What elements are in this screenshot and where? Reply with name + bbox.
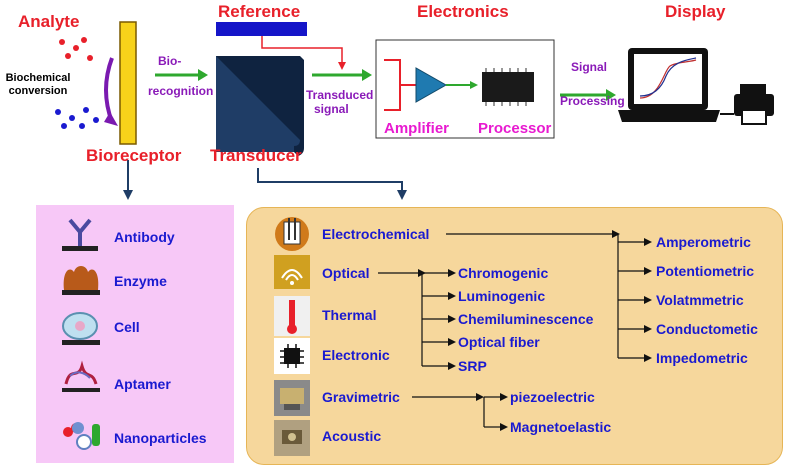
processor-label: Processor [478,120,552,137]
processor-chip [482,68,534,106]
optical-fiber: Optical fiber [458,334,540,350]
bioreceptor-header: Bioreceptor [86,146,182,165]
transducer-header: Transducer [210,146,302,165]
antibody-icon [62,218,98,251]
signal-text: signal [314,102,349,116]
analyte-dots [55,37,99,129]
optical-chemiluminescence: Chemiluminescence [458,311,594,327]
enzyme-icon [62,266,100,295]
bioreceptor-down-arrow [123,190,133,200]
gravimetric-magnetoelastic: Magnetoelastic [510,419,612,435]
recognition-text: recognition [148,84,214,98]
transducer-thermal: Thermal [322,307,377,323]
connector-lines [378,233,644,428]
conversion-text: conversion [8,85,68,97]
bioreceptor-cell: Cell [114,319,140,335]
electrochemical-amperometric: Amperometric [656,234,751,250]
amplifier-symbol [415,67,448,103]
biochemical-text: Biochemical [5,72,71,84]
transduced-signal-arrow [362,69,372,81]
connector-arrowheads [418,230,652,431]
bio-text: Bio- [158,54,182,68]
transducer-electronic: Electronic [322,347,390,363]
electrochemical-voltammetric: Volatmmetric [656,292,744,308]
transducer-panel [246,207,783,465]
bio-recognition-arrow [198,69,208,81]
bioreceptor-bar [119,21,137,145]
signal2-text: Signal [571,60,608,74]
reference-header: Reference [218,2,301,21]
nanoparticles-icon [63,422,100,450]
gravimetric-icon [274,380,310,416]
electronics-header: Electronics [417,2,509,21]
laptop-icon [618,48,720,122]
optical-srp: SRP [458,358,487,374]
transduced-text: Transduced [306,88,374,102]
processing-text: Processing [560,94,625,108]
electrochemical-icon [275,217,309,251]
transducer-optical: Optical [322,265,370,281]
electrochemical-potentiometric: Potentiometric [656,263,755,279]
thermal-icon [274,296,310,336]
acoustic-icon [274,420,310,456]
display-header: Display [665,2,726,21]
optical-icon [274,255,310,289]
printer-icon [734,84,774,125]
electrochemical-conductometric: Conductometic [656,321,758,337]
bioreceptor-aptamer: Aptamer [114,376,171,392]
gravimetric-piezoelectric: piezoelectric [510,389,595,405]
transducer-electrochemical: Electrochemical [322,226,430,242]
flow-graphics [55,21,774,200]
bioreceptor-enzyme: Enzyme [114,273,167,289]
signal-processing-arrow [606,89,616,101]
biochemical-conversion-label: Biochemical conversion [2,72,74,98]
optical-luminogenic: Luminogenic [458,288,546,304]
bioreceptor-antibody: Antibody [114,229,175,245]
transducer-acoustic: Acoustic [322,428,382,444]
electronic-icon [274,338,310,374]
cell-icon [62,312,100,345]
electrochemical-impedometric: Impedometric [656,350,748,366]
aptamer-icon [62,360,100,392]
transducer-gravimetric: Gravimetric [322,389,400,405]
amplifier-label: Amplifier [384,120,450,137]
transducer-down-arrow [397,190,407,200]
optical-chromogenic: Chromogenic [458,265,549,281]
bioreceptor-nanoparticles: Nanoparticles [114,430,207,446]
analyte-header: Analyte [18,12,80,31]
reference-bar [216,22,307,36]
